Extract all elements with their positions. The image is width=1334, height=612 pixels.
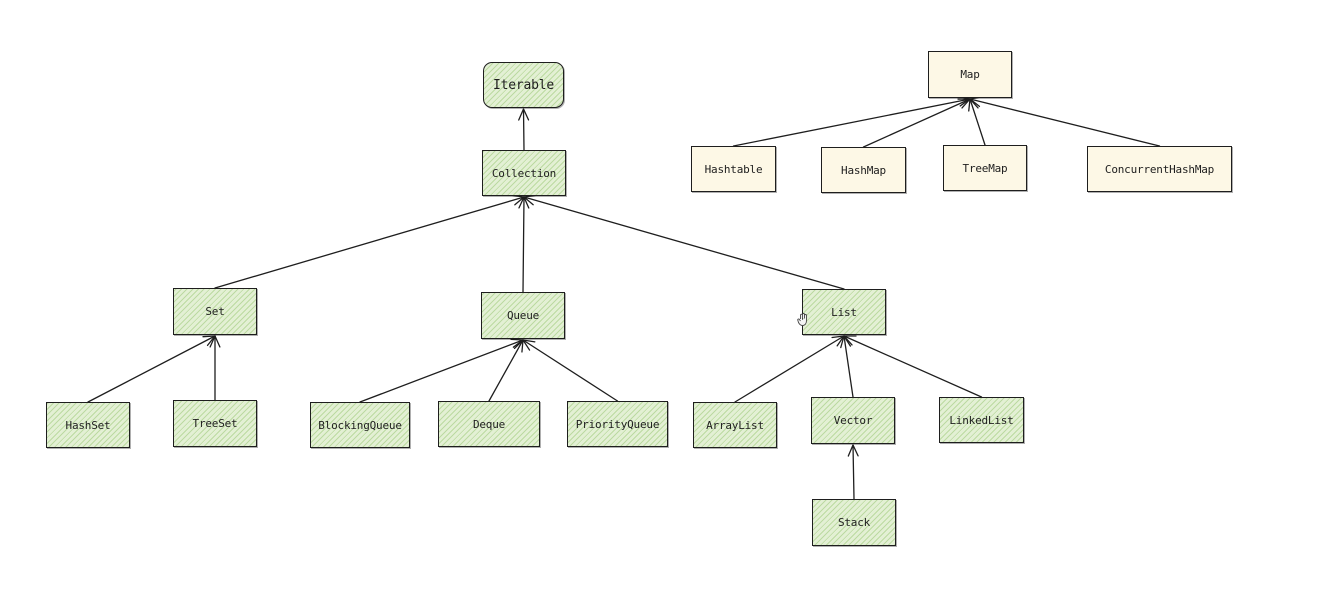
node-iterable[interactable]: Iterable: [483, 62, 564, 108]
edge-stack-to-vector: [847, 444, 859, 500]
edge-hashset-to-set: [87, 335, 216, 403]
node-stack[interactable]: Stack: [812, 499, 896, 546]
edge-arraylist-to-list: [734, 335, 845, 403]
edge-list-to-collection: [523, 194, 845, 290]
node-deque[interactable]: Deque: [438, 401, 540, 447]
node-concurrenthashmap[interactable]: ConcurrentHashMap: [1087, 146, 1232, 192]
edge-collection-to-iterable: [518, 108, 530, 151]
node-hashtable[interactable]: Hashtable: [691, 146, 776, 192]
node-arraylist[interactable]: ArrayList: [693, 402, 777, 448]
node-queue[interactable]: Queue: [481, 292, 565, 339]
edge-concurrenthashmap-to-map: [969, 96, 1161, 147]
node-set[interactable]: Set: [173, 288, 257, 335]
edge-vector-to-list: [840, 335, 854, 398]
edge-deque-to-queue: [488, 339, 524, 402]
node-treemap[interactable]: TreeMap: [943, 145, 1027, 191]
node-blockingqueue[interactable]: BlockingQueue: [310, 402, 410, 448]
edge-set-to-collection: [214, 194, 525, 289]
edge-priorityqueue-to-queue: [522, 339, 619, 402]
edge-queue-to-collection: [518, 196, 530, 293]
node-map[interactable]: Map: [928, 51, 1012, 98]
edge-treemap-to-map: [968, 98, 986, 146]
node-priorityqueue[interactable]: PriorityQueue: [567, 401, 668, 447]
node-list[interactable]: List: [802, 289, 886, 335]
node-hashmap[interactable]: HashMap: [821, 147, 906, 193]
node-treeset[interactable]: TreeSet: [173, 400, 257, 447]
edge-hashmap-to-map: [862, 98, 971, 148]
edge-treeset-to-set: [209, 335, 221, 401]
node-vector[interactable]: Vector: [811, 397, 895, 444]
edge-linkedlist-to-list: [843, 335, 983, 398]
hand-cursor-icon: [797, 313, 807, 326]
node-hashset[interactable]: HashSet: [46, 402, 130, 448]
edge-blockingqueue-to-queue: [359, 338, 524, 403]
node-collection[interactable]: Collection: [482, 150, 566, 196]
node-linkedlist[interactable]: LinkedList: [939, 397, 1024, 443]
edge-hashtable-to-map: [732, 95, 971, 147]
